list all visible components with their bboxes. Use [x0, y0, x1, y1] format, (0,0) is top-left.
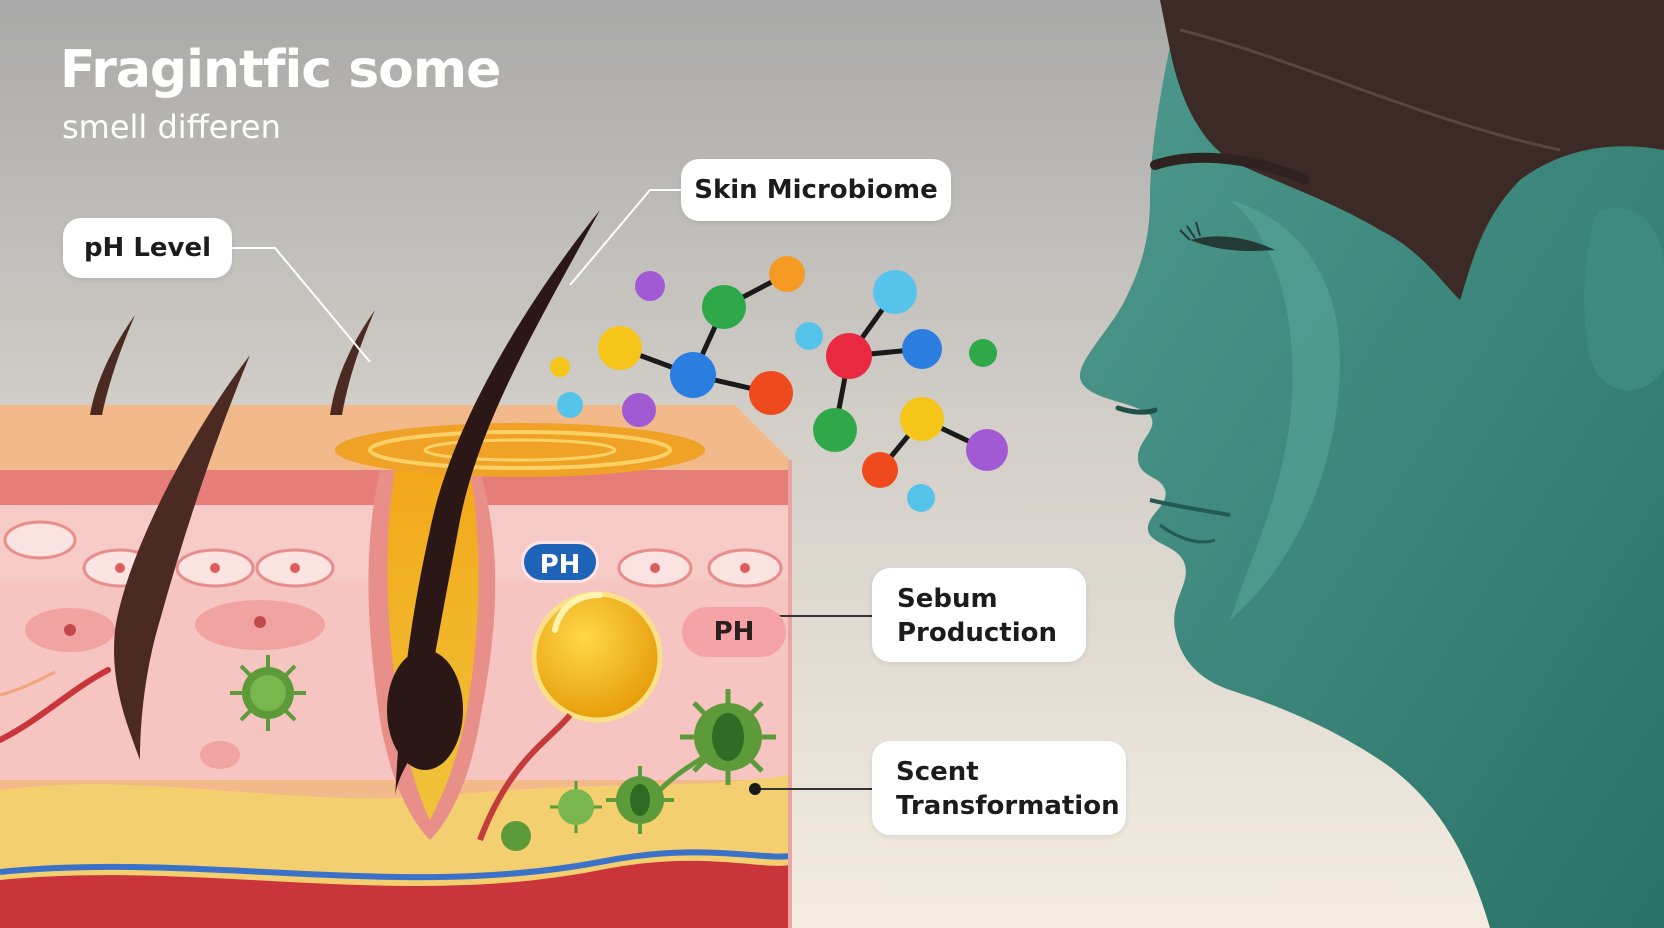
- atom: [550, 357, 570, 377]
- cheek-highlight: [1230, 200, 1340, 620]
- scent-transformation-line2: Transformation: [896, 791, 1120, 821]
- sebum-production-line1: Sebum: [897, 584, 998, 614]
- ph-level-leader: [232, 247, 371, 363]
- nerve-fiber: [0, 667, 111, 743]
- hair-shaft-small: [330, 310, 375, 415]
- microbe: [606, 766, 674, 834]
- atom: [702, 285, 746, 329]
- hair-shaft: [114, 355, 250, 760]
- scent-transformation-callout: Scent Transformation: [872, 741, 1126, 835]
- atom: [902, 329, 942, 369]
- atom: [966, 429, 1008, 471]
- atom: [557, 392, 583, 418]
- globule-stalk: [477, 713, 573, 842]
- microbe: [230, 655, 306, 731]
- microbe: [501, 821, 531, 851]
- atom: [670, 352, 716, 398]
- sebum-globule: [531, 591, 663, 723]
- scent-leader-dot: [749, 783, 761, 795]
- eyebrow: [1150, 152, 1310, 185]
- skin-cross-section: [0, 210, 792, 928]
- hair-strand: [1179, 28, 1561, 152]
- nerve-fiber: [0, 670, 56, 697]
- leader-lines: [232, 189, 872, 795]
- globule-shine: [552, 592, 603, 633]
- dermal-cell-nucleus: [254, 616, 266, 628]
- ph-tag-blue: PH: [521, 541, 599, 583]
- lower-lip: [1159, 523, 1216, 544]
- vein: [0, 849, 791, 881]
- atom: [907, 484, 935, 512]
- microbe: [680, 689, 776, 785]
- atom: [635, 271, 665, 301]
- ph-level-callout: pH Level: [63, 218, 232, 278]
- atom: [598, 326, 642, 370]
- eyelashes: [1179, 221, 1201, 241]
- hair: [1160, 0, 1664, 300]
- sebum-production-callout: Sebum Production: [872, 568, 1086, 662]
- microbiome-leader: [569, 189, 681, 286]
- atom: [862, 452, 898, 488]
- blood-vessel: [0, 860, 790, 928]
- atom: [795, 322, 823, 350]
- atom: [969, 339, 997, 367]
- atom: [813, 408, 857, 452]
- atom: [749, 371, 793, 415]
- face-profile: [1079, 0, 1664, 928]
- microbe: [550, 781, 602, 833]
- sebum-ring: [368, 430, 672, 470]
- dermal-cell: [200, 741, 240, 769]
- hair-shaft-small: [90, 315, 135, 415]
- page-title: Fragintfic some: [60, 40, 501, 100]
- cell-nuclei: [115, 563, 750, 573]
- atom: [622, 393, 656, 427]
- eye: [1190, 236, 1275, 251]
- lips: [1149, 498, 1231, 517]
- face-silhouette: [1079, 0, 1664, 928]
- block-edge: [788, 460, 792, 928]
- sebum-production-line2: Production: [897, 618, 1057, 648]
- microbe-link: [658, 747, 717, 792]
- scent-molecules: [550, 256, 1008, 512]
- atom: [826, 333, 872, 379]
- dermal-cell-nucleus: [64, 624, 76, 636]
- hair-bulb: [387, 650, 463, 770]
- atom: [873, 270, 917, 314]
- nostril: [1115, 405, 1158, 415]
- skin-microbiome-callout: Skin Microbiome: [681, 159, 951, 221]
- sebum-ring: [423, 438, 617, 462]
- ph-tag-pink: PH: [682, 607, 786, 657]
- scent-transformation-line1: Scent: [896, 757, 979, 787]
- ear: [1584, 208, 1664, 391]
- page-subtitle: smell differen: [62, 108, 281, 146]
- atom: [769, 256, 805, 292]
- atom: [900, 397, 944, 441]
